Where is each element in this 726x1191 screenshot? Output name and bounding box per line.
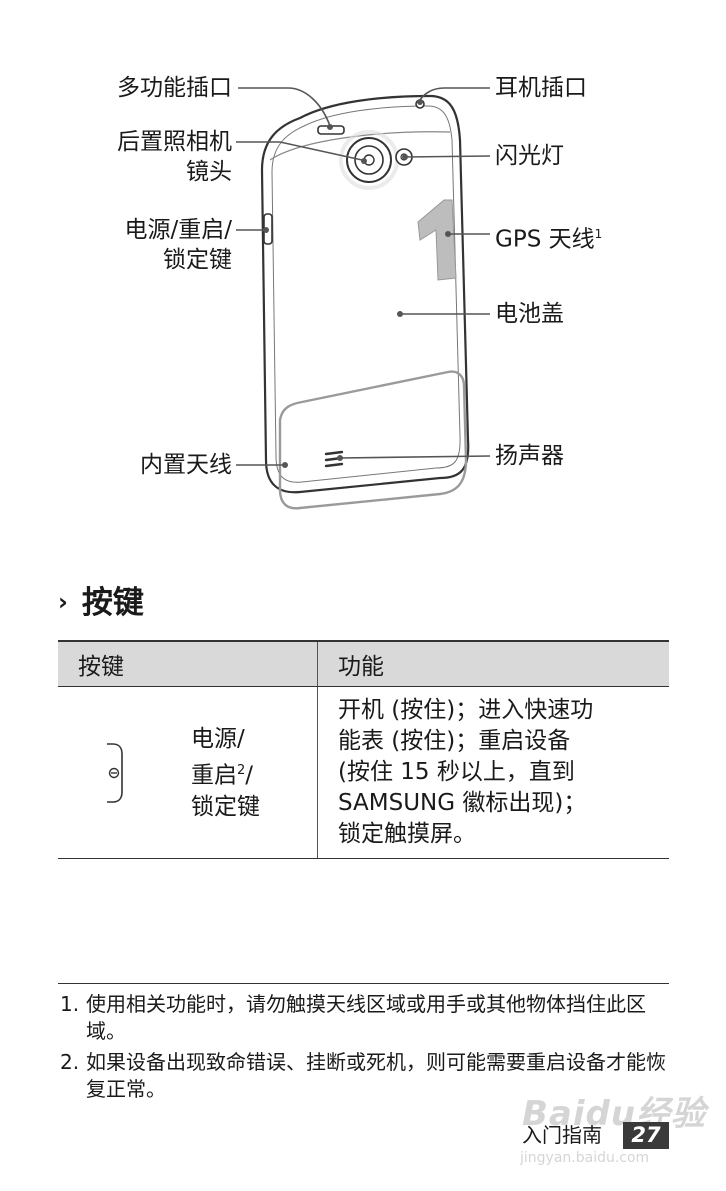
label-rear-camera-line2: 镜头 [186,159,232,185]
label-battery-cover: 电池盖 [495,301,564,327]
phone-body-inner-edge [271,105,461,483]
label-power-key-line2: 锁定键 [163,247,232,273]
label-gps-antenna: GPS 天线1 [495,219,602,255]
table-row: 电源/ 重启2/ 锁定键 开机 (按住)；进入快速功 能表 (按住)；重启设备 … [58,686,669,859]
key-name-line1: 电源/ [191,726,245,752]
key-name-line2-tail: / [245,762,254,789]
footnote-2-text: 如果设备出现致命错误、挂断或死机，则可能需要重启设备才能恢复正常。 [86,1050,666,1101]
footnote-1-text: 使用相关功能时，请勿触摸天线区域或用手或其他物体挡住此区域。 [86,992,646,1043]
label-rear-camera-line1: 后置照相机 [117,129,232,155]
key-name-line3: 锁定键 [191,793,260,820]
table-header-function: 功能 [317,640,669,687]
label-internal-antenna: 内置天线 [140,452,232,478]
keys-table: 按键 功能 电源/ 重启2/ 锁定键 [58,640,669,859]
function-line: (按住 15 秒以上，直到 [338,759,575,785]
label-multi-port: 多功能插口 [117,75,232,101]
phone-back-illustration [236,87,491,510]
power-key-icon [107,743,123,803]
phone-top-curve [269,131,451,161]
footnote-1-number: 1. [60,992,80,1016]
key-cell: 电源/ 重启2/ 锁定键 [58,686,318,859]
function-line: 锁定触摸屏。 [338,821,476,847]
footnote-divider [58,983,669,984]
function-line: SAMSUNG 徽标出现)； [338,790,587,816]
section-title-text: 按键 [81,585,144,621]
watermark-url: jingyan.baidu.com [520,1150,650,1166]
table-header-key: 按键 [58,640,318,687]
label-headset-jack: 耳机插口 [495,75,587,101]
key-name-footnote: 2 [237,763,246,778]
key-name-line2: 重启2/ [191,755,260,792]
gps-antenna-logo-1 [417,199,457,281]
label-speaker: 扬声器 [495,443,564,469]
label-gps-footnote: 1 [594,227,603,241]
footnote-2: 2. 如果设备出现致命错误、挂断或死机，则可能需要重启设备才能恢复正常。 [60,1049,671,1105]
label-gps-antenna-text: GPS 天线 [495,226,595,253]
watermark-brand: Baidu经验 [522,1094,707,1134]
internal-antenna-region [278,370,468,510]
footnote-1: 1. 使用相关功能时，请勿触摸天线区域或用手或其他物体挡住此区域。 [60,991,671,1047]
footer-section-name: 入门指南 [522,1123,602,1147]
label-flash: 闪光灯 [495,143,564,169]
section-title: › 按键 [58,583,144,625]
key-name: 电源/ 重启2/ 锁定键 [191,724,260,823]
function-line: 能表 (按住)；重启设备 [338,728,571,754]
label-power-key-line1: 电源/重启/ [124,217,233,243]
chevron-right-icon: › [58,588,68,616]
footnote-2-number: 2. [60,1050,80,1074]
table-header-row: 按键 功能 [58,640,669,687]
callout-lines [236,87,491,466]
key-name-line2-text: 重启 [191,762,237,789]
callout-dots [263,99,451,468]
function-line: 开机 (按住)；进入快速功 [338,697,594,723]
function-cell: 开机 (按住)；进入快速功 能表 (按住)；重启设备 (按住 15 秒以上，直到… [317,686,669,859]
page-number: 27 [623,1122,669,1149]
